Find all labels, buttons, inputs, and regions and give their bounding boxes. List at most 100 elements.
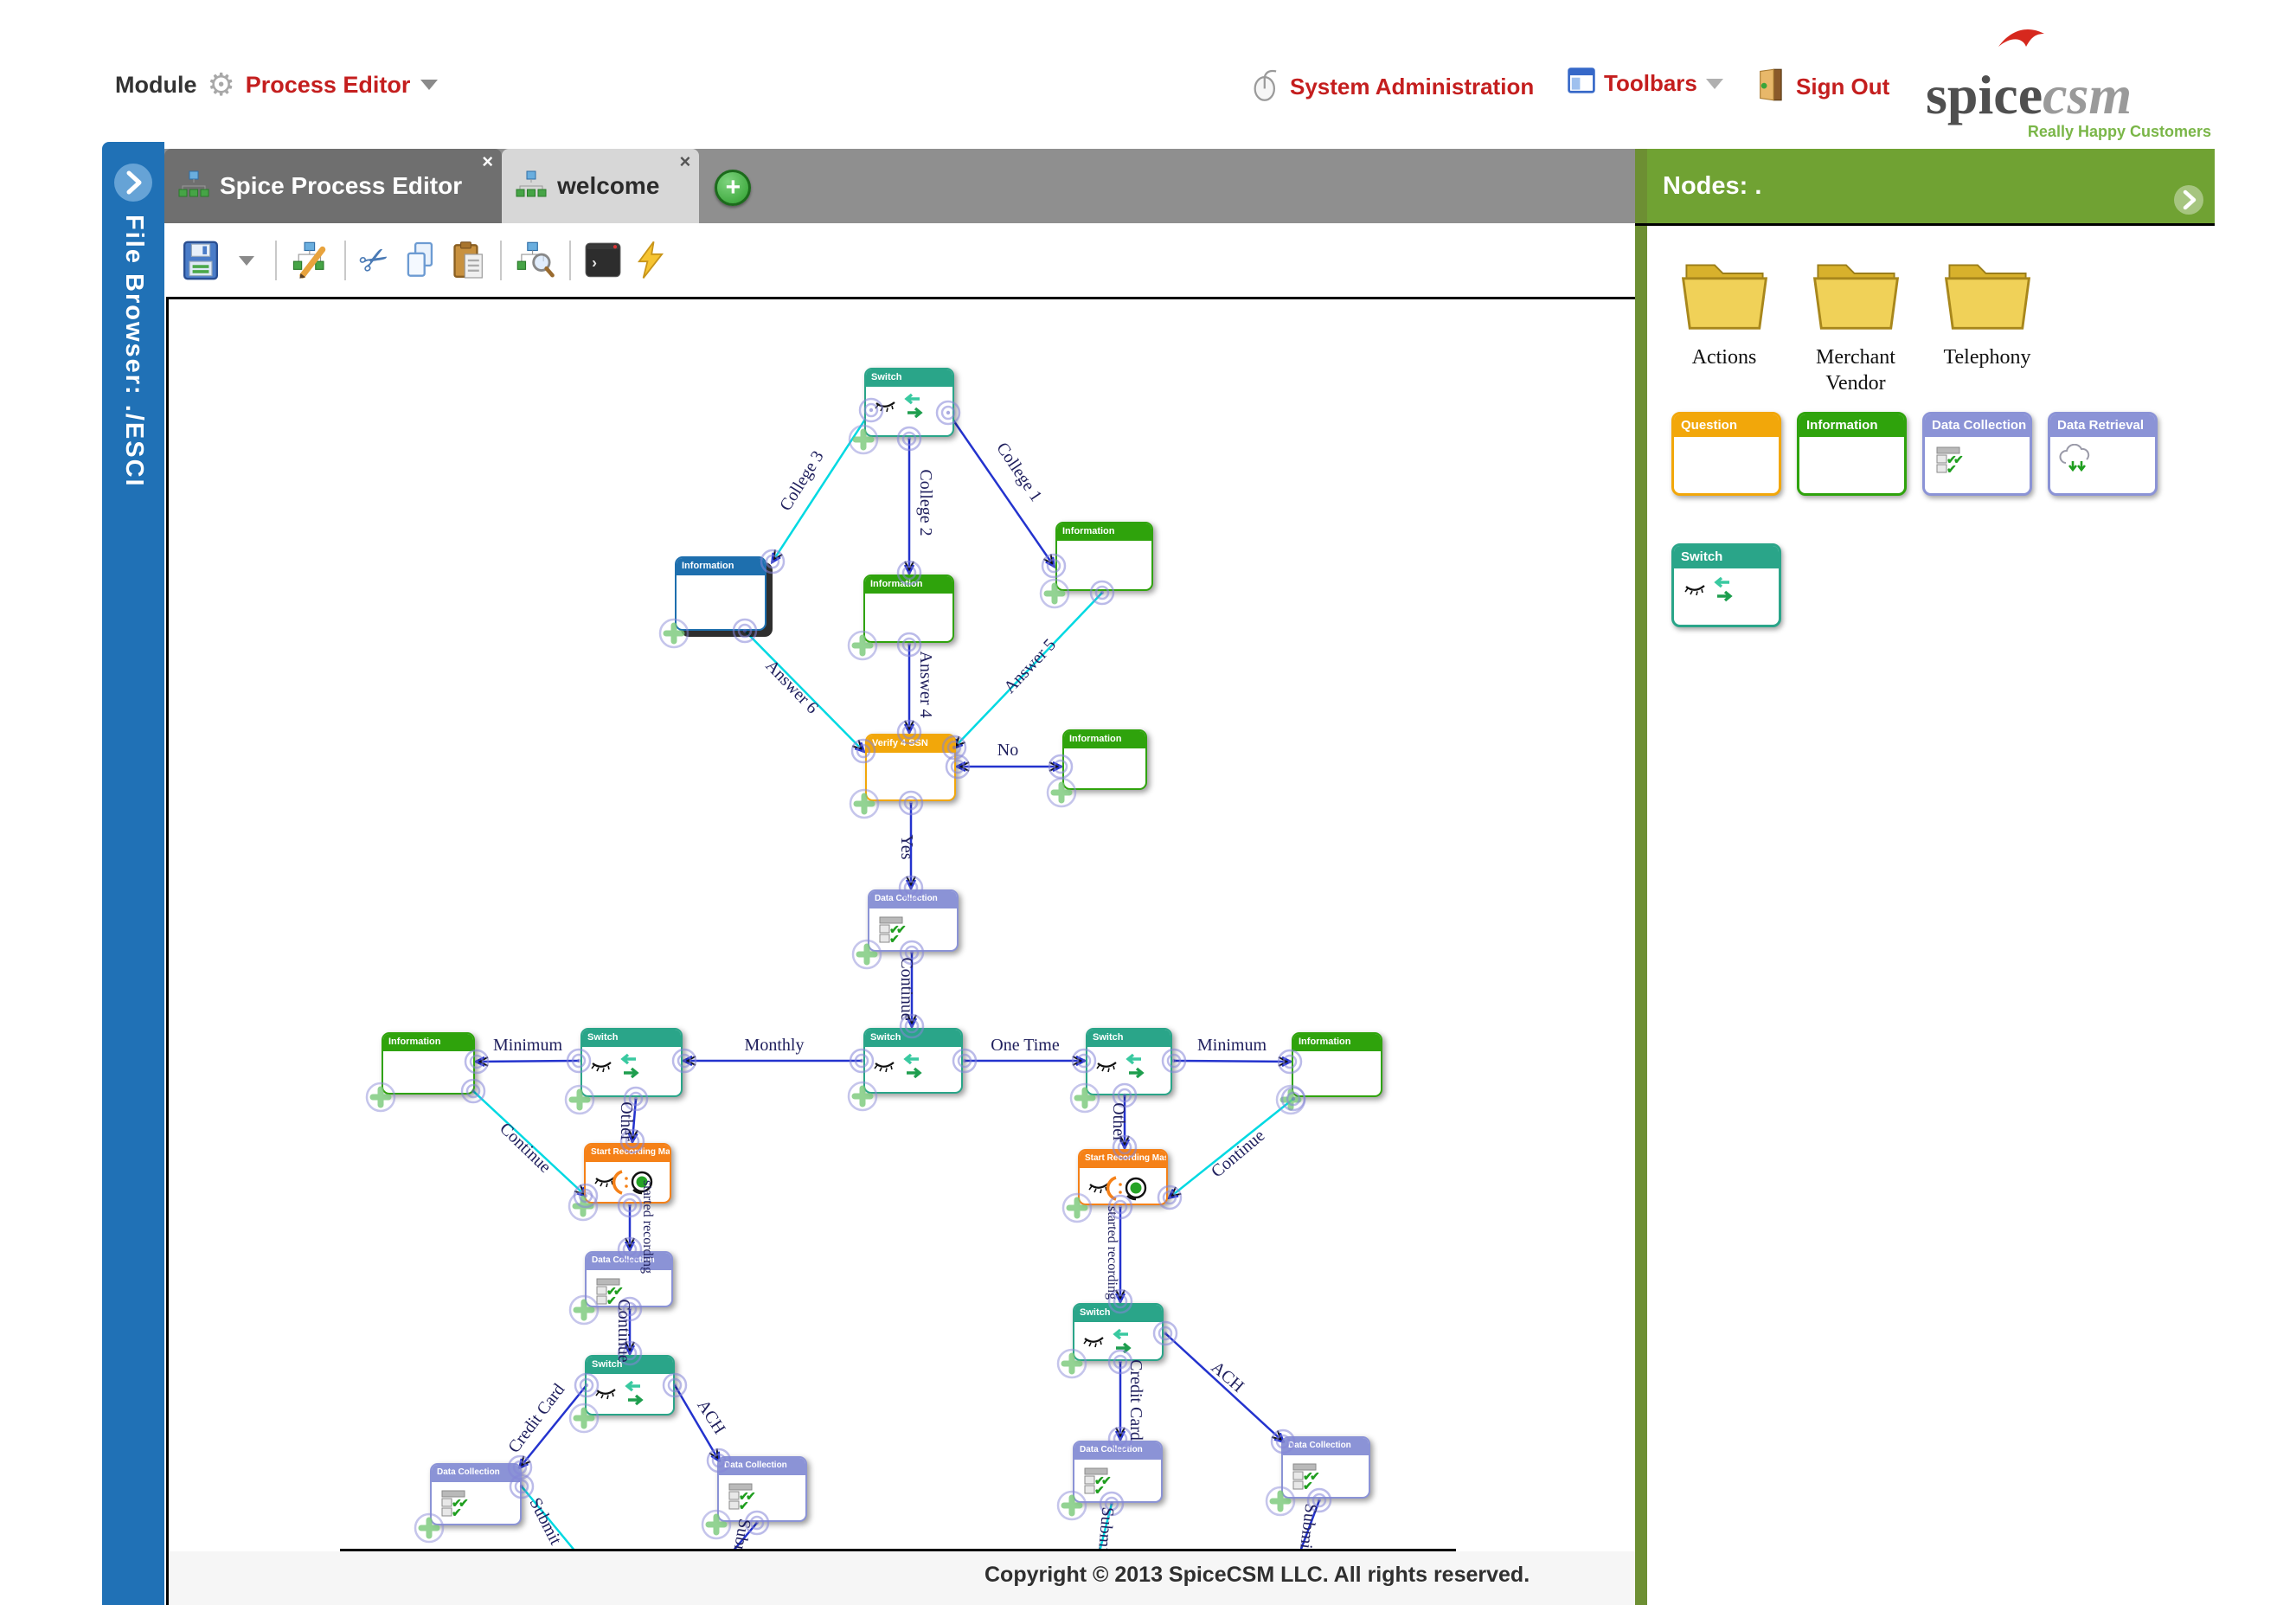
add-connection-icon[interactable] (700, 1508, 733, 1541)
add-connection-icon[interactable] (1038, 577, 1071, 610)
flow-node-info-right[interactable]: Information (1055, 522, 1153, 591)
svg-text:✔: ✔ (1303, 1479, 1313, 1493)
collapse-panel-button[interactable] (2173, 170, 2204, 215)
flow-node-switch-center[interactable]: Switch (863, 1028, 963, 1094)
add-connection-icon[interactable] (568, 1402, 600, 1435)
gear-icon: ⚙ (207, 67, 235, 102)
chevron-down-icon[interactable] (420, 80, 439, 90)
system-administration-button[interactable]: System Administration (1252, 67, 1534, 106)
tab-label: welcome (557, 172, 660, 199)
cut-button[interactable]: ✂ (352, 236, 397, 285)
terminal-button[interactable]: › (585, 238, 621, 283)
add-connection-icon[interactable] (846, 629, 879, 662)
save-dropdown[interactable] (232, 238, 261, 283)
flow-node-label: Data Collection (432, 1465, 520, 1482)
save-button[interactable] (183, 238, 218, 283)
flow-node-info-left[interactable]: Information (675, 556, 766, 631)
nodes-panel-header: Nodes: . (1647, 149, 2215, 223)
flow-node-label: Information (383, 1034, 473, 1051)
flow-node-label: Information (1064, 731, 1145, 748)
add-connection-icon[interactable] (1055, 1347, 1088, 1380)
palette-node-label: Data Retrieval (2050, 414, 2155, 437)
add-connection-icon[interactable] (657, 617, 690, 650)
folder-label: Merchant Vendor (1816, 346, 1895, 395)
flow-node-body (867, 753, 954, 758)
flow-edge (1164, 1332, 1283, 1441)
logo-spice: spice (1926, 64, 2043, 125)
toolbars-label: Toolbars (1604, 70, 1697, 96)
spicecsm-logo: spicecsm Really Happy Customers (1926, 29, 2237, 141)
svg-text:✔: ✔ (889, 932, 900, 946)
tab-welcome[interactable]: welcome × (502, 149, 700, 223)
flow-node-label: Switch (865, 1030, 961, 1047)
svg-text:✔: ✔ (1101, 1473, 1112, 1487)
run-button[interactable] (635, 238, 666, 283)
module-label: Module (115, 71, 197, 98)
palette-node-question[interactable]: Question (1671, 412, 1781, 496)
flow-edge (1299, 1499, 1321, 1552)
palette-node-data-retrieval[interactable]: Data Retrieval (2048, 412, 2158, 496)
svg-text:✔: ✔ (1310, 1469, 1320, 1483)
palette-node-body (1674, 437, 1779, 444)
palette-node-label: Data Collection (1925, 414, 2030, 437)
sign-out-button[interactable]: Sign Out (1756, 67, 1889, 106)
add-connection-icon[interactable] (1045, 776, 1078, 809)
add-connection-icon[interactable] (847, 423, 880, 456)
close-tab-icon[interactable]: × (482, 151, 494, 172)
flow-node-label: Switch (587, 1357, 673, 1374)
search-process-button[interactable] (516, 238, 555, 283)
add-connection-icon[interactable] (567, 1190, 600, 1223)
svg-text:✔: ✔ (896, 922, 907, 936)
process-editor-label[interactable]: Process Editor (245, 71, 411, 98)
file-browser-sidebar[interactable]: File Browser: ./ESCI (102, 142, 164, 1605)
add-connection-icon[interactable] (563, 1083, 596, 1116)
add-connection-icon[interactable] (364, 1081, 397, 1114)
folder-actions[interactable]: Actions (1659, 248, 1789, 396)
close-tab-icon[interactable]: × (679, 151, 691, 172)
palette-node-information[interactable]: Information (1797, 412, 1907, 496)
add-connection-icon[interactable] (413, 1512, 446, 1544)
paste-button[interactable] (452, 238, 486, 283)
add-connection-icon[interactable] (1055, 1489, 1088, 1522)
tab-spice-process-editor[interactable]: Spice Process Editor × (164, 149, 503, 223)
folder-merchant-vendor[interactable]: Merchant Vendor (1791, 248, 1921, 396)
flow-node-body (383, 1051, 473, 1056)
toolbars-menu[interactable]: Toolbars (1568, 67, 1723, 100)
folder-icon (1675, 264, 1774, 342)
switch-icon (1674, 568, 1779, 609)
flow-node-label: Switch (582, 1030, 681, 1047)
flow-node-label: Switch (866, 369, 952, 387)
add-tab-button[interactable]: + (715, 170, 752, 206)
add-connection-icon[interactable] (848, 787, 881, 820)
flow-node-info-farright[interactable]: Information (1292, 1032, 1382, 1097)
palette-node-switch[interactable]: Switch (1671, 543, 1781, 627)
edit-process-button[interactable] (291, 238, 330, 283)
svg-text:✔: ✔ (459, 1496, 469, 1510)
add-connection-icon[interactable] (1274, 1083, 1307, 1116)
nodes-panel-title: Nodes: . (1663, 172, 1762, 200)
folder-telephony[interactable]: Telephony (1922, 248, 2052, 396)
svg-text:✔: ✔ (889, 922, 900, 936)
process-tree-icon (178, 170, 209, 202)
palette-node-data-collection[interactable]: Data Collection✔✔✔ (1922, 412, 2032, 496)
form-icon: ✔✔✔ (869, 908, 957, 950)
add-connection-icon[interactable] (846, 1080, 879, 1113)
add-connection-icon[interactable] (1061, 1191, 1093, 1224)
svg-text:✔: ✔ (1946, 462, 1957, 476)
add-connection-icon[interactable] (568, 1294, 600, 1326)
flow-node-dc-farleft[interactable]: Data Collection✔✔✔ (430, 1463, 522, 1525)
add-connection-icon[interactable] (1264, 1485, 1297, 1518)
flow-node-body (1293, 1051, 1381, 1056)
svg-text:✔: ✔ (613, 1284, 624, 1298)
folder-icon (1806, 264, 1906, 342)
module-selector[interactable]: Module ⚙ Process Editor (115, 64, 439, 106)
expand-file-browser-button[interactable] (113, 163, 153, 202)
add-connection-icon[interactable] (1068, 1082, 1101, 1114)
flow-node-info-farleft[interactable]: Information (382, 1032, 475, 1095)
copy-button[interactable] (403, 238, 438, 283)
form-icon: ✔✔✔ (1074, 1460, 1161, 1501)
add-connection-icon[interactable] (850, 938, 883, 971)
tab-label: Spice Process Editor (220, 172, 463, 199)
